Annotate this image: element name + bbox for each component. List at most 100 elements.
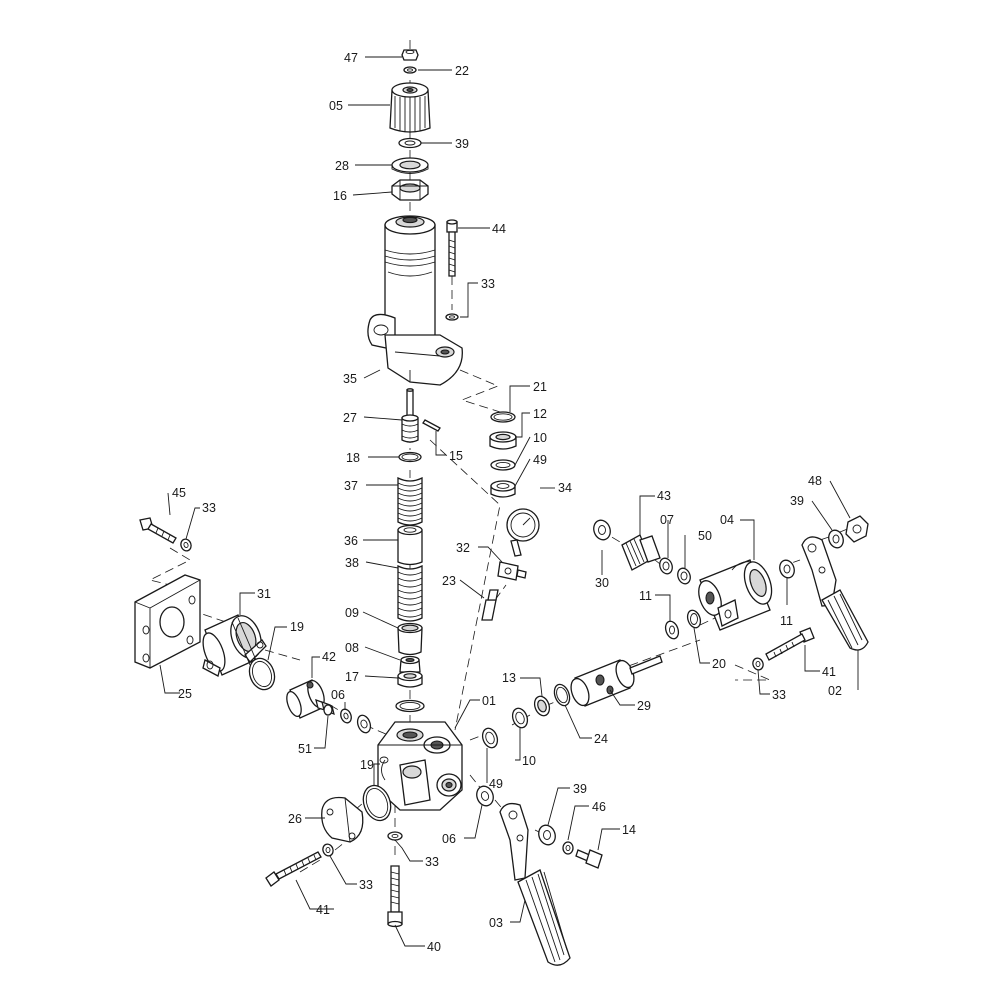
callout-11-center: 11: [639, 589, 652, 603]
callout-21: 21: [533, 380, 547, 394]
part-50-washer: [677, 567, 691, 585]
callout-39-top: 39: [455, 137, 469, 151]
callout-51: 51: [298, 742, 312, 756]
callout-39-front: 39: [573, 782, 587, 796]
parts: [134, 49, 869, 966]
callout-25: 25: [178, 687, 192, 701]
part-45-bolt: [139, 517, 177, 544]
part-17-seal: [397, 670, 423, 688]
callout-49-lower: 49: [489, 777, 503, 791]
part-49-ring-b: [481, 727, 499, 749]
part-39-washer-right: [828, 529, 844, 549]
callout-33-left: 33: [202, 501, 216, 515]
part-46-washer: [562, 841, 574, 855]
part-24-o-ring: [553, 683, 571, 707]
callout-29: 29: [637, 699, 651, 713]
callout-34: 34: [558, 481, 572, 495]
part-30-washer: [593, 519, 611, 541]
part-04-valve-housing: [698, 559, 773, 631]
part-34-pressure-gauge: [506, 508, 540, 557]
part-37-spring: [397, 476, 423, 526]
callout-44: 44: [492, 222, 506, 236]
part-05-knob: [389, 82, 431, 133]
callout-16: 16: [333, 189, 347, 203]
callout-14: 14: [622, 823, 636, 837]
part-02-handle-lever: [801, 536, 869, 651]
part-22-washer: [403, 66, 417, 74]
callout-47: 47: [344, 51, 358, 65]
part-40-bolt: [387, 865, 403, 928]
callout-06-left: 06: [331, 688, 345, 702]
callout-42: 42: [322, 650, 336, 664]
callout-45: 45: [172, 486, 186, 500]
part-12-sleeve: [489, 431, 517, 450]
callout-01: 01: [482, 694, 496, 708]
part-33-washer-d: [387, 831, 403, 841]
callout-39-right: 39: [790, 494, 804, 508]
part-19-o-ring-a: [248, 657, 276, 691]
callout-23: 23: [442, 574, 456, 588]
callout-41-left: 41: [316, 903, 330, 917]
part-20-o-ring: [686, 609, 702, 629]
callout-04: 04: [720, 513, 734, 527]
callout-46: 46: [592, 800, 606, 814]
part-41-bolt-a: [265, 851, 322, 887]
callout-28: 28: [335, 159, 349, 173]
part-33-washer-c: [322, 843, 334, 857]
callout-17: 17: [345, 670, 359, 684]
part-41-bolt-b: [765, 627, 815, 661]
part-28-ring: [391, 157, 429, 174]
callout-15: 15: [449, 449, 463, 463]
callout-19-left: 19: [290, 620, 304, 634]
part-39-washer-top: [398, 137, 422, 149]
part-27-piston-rod: [401, 388, 419, 443]
part-09-cup: [397, 622, 423, 656]
callout-11-right: 11: [780, 614, 793, 628]
callout-33-upper: 33: [481, 277, 495, 291]
callout-06-front: 06: [442, 832, 456, 846]
part-08-valve-seat: [399, 655, 421, 673]
callout-24: 24: [594, 732, 608, 746]
part-47-nut: [401, 49, 419, 61]
part-19-o-ring-b: [362, 784, 392, 822]
part-06-washer-b: [356, 714, 372, 734]
part-26-end-cap: [321, 796, 364, 843]
part-43-threaded-fitting: [621, 534, 661, 571]
part-16-hex-nut: [391, 179, 429, 201]
callout-41-right: 41: [822, 665, 836, 679]
callout-22: 22: [455, 64, 469, 78]
part-33-washer-a: [445, 313, 459, 321]
part-38-spring: [397, 564, 423, 622]
callout-12: 12: [533, 407, 547, 421]
part-49-ring-a: [490, 480, 516, 498]
part-39-washer-front: [538, 824, 556, 846]
callout-43: 43: [657, 489, 671, 503]
callout-09: 09: [345, 606, 359, 620]
part-11-washer-a: [664, 620, 680, 640]
callout-33-bottom-left: 33: [359, 878, 373, 892]
callout-27: 27: [343, 411, 357, 425]
callout-33-right: 33: [772, 688, 786, 702]
part-21-o-ring: [490, 411, 516, 423]
callout-49-upper: 49: [533, 453, 547, 467]
part-36-sleeve: [397, 524, 423, 566]
callout-07: 07: [660, 513, 674, 527]
part-o-ring-body: [395, 699, 425, 713]
part-42-adapter: [286, 679, 335, 719]
part-29-valve-piston: [570, 655, 663, 707]
part-10-ring-b: [511, 707, 529, 729]
callout-13: 13: [502, 671, 516, 685]
callout-10-lower: 10: [522, 754, 536, 768]
callout-30: 30: [595, 576, 609, 590]
callout-10-upper: 10: [533, 431, 547, 445]
callout-03: 03: [489, 916, 503, 930]
part-01-pump-body: [377, 721, 463, 811]
callout-08: 08: [345, 641, 359, 655]
part-06-washer-a: [340, 708, 352, 724]
callout-labels: 47 22 05 39 28 16 44 33 35 21 27 12 10 1…: [172, 51, 842, 954]
part-33-washer-e: [752, 657, 764, 671]
part-35-cylinder-housing: [367, 215, 463, 386]
part-10-ring-a: [490, 459, 516, 471]
callout-33-bottom: 33: [425, 855, 439, 869]
